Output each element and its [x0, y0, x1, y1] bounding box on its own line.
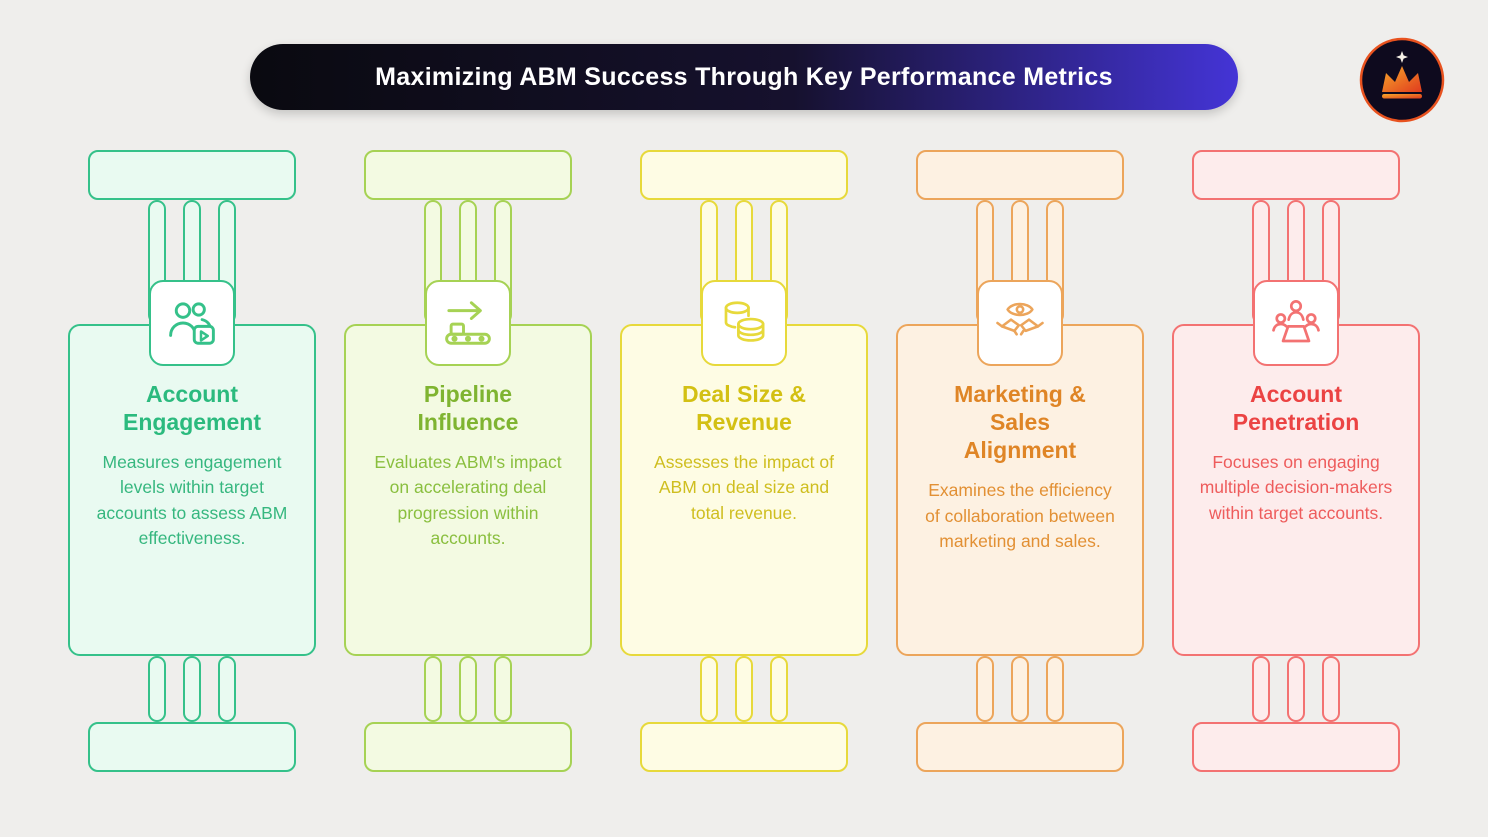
eye-handshake-icon — [977, 280, 1063, 366]
pillar-base — [640, 722, 848, 772]
pillar-description: Assesses the impact of ABM on deal size … — [654, 452, 834, 523]
pillar-base — [916, 722, 1124, 772]
meeting-table-icon — [1253, 280, 1339, 366]
pillar-body: Deal Size & Revenue Assesses the impact … — [620, 280, 868, 656]
pillar-title: Pipeline Influence — [417, 381, 519, 436]
pillar-capital — [916, 150, 1124, 200]
revenue-coins-icon — [701, 280, 787, 366]
pillar-description: Measures engagement levels within target… — [96, 452, 288, 549]
pillar-description: Evaluates ABM's impact on accelerating d… — [374, 452, 562, 549]
pillar-capital — [1192, 150, 1400, 200]
pillar-deal-size-revenue: Deal Size & Revenue Assesses the impact … — [620, 150, 868, 772]
conveyor-arrow-icon — [425, 280, 511, 366]
pillar-description: Examines the efficiency of collaboration… — [925, 480, 1115, 551]
metrics-pillar-row: Account Engagement Measures engagement l… — [0, 150, 1488, 772]
crown-logo-icon — [1359, 37, 1445, 123]
page-title: Maximizing ABM Success Through Key Perfo… — [375, 62, 1113, 91]
pillar-marketing-sales-alignment: Marketing & Sales Alignment Examines the… — [896, 150, 1144, 772]
pillar-capital — [364, 150, 572, 200]
team-video-icon — [149, 280, 235, 366]
pillar-body: Account Penetration Focuses on engaging … — [1172, 280, 1420, 656]
pillar-capital — [640, 150, 848, 200]
pillar-title: Deal Size & Revenue — [682, 381, 806, 436]
pillar-base — [88, 722, 296, 772]
pillar-flutes-bottom — [148, 656, 236, 722]
pillar-title: Account Penetration — [1232, 381, 1360, 436]
pillar-title: Account Engagement — [122, 381, 262, 436]
pillar-flutes-bottom — [976, 656, 1064, 722]
pillar-description: Focuses on engaging multiple decision-ma… — [1199, 452, 1393, 523]
pillar-flutes-bottom — [1252, 656, 1340, 722]
brand-logo — [1358, 36, 1446, 124]
pillar-body: Pipeline Influence Evaluates ABM's impac… — [344, 280, 592, 656]
pillar-base — [364, 722, 572, 772]
pillar-account-engagement: Account Engagement Measures engagement l… — [68, 150, 316, 772]
pillar-body: Account Engagement Measures engagement l… — [68, 280, 316, 656]
pillar-body: Marketing & Sales Alignment Examines the… — [896, 280, 1144, 656]
pillar-flutes-bottom — [424, 656, 512, 722]
pillar-title: Marketing & Sales Alignment — [954, 381, 1086, 464]
pillar-account-penetration: Account Penetration Focuses on engaging … — [1172, 150, 1420, 772]
header-banner: Maximizing ABM Success Through Key Perfo… — [250, 44, 1238, 110]
pillar-pipeline-influence: Pipeline Influence Evaluates ABM's impac… — [344, 150, 592, 772]
pillar-base — [1192, 722, 1400, 772]
pillar-flutes-bottom — [700, 656, 788, 722]
pillar-capital — [88, 150, 296, 200]
